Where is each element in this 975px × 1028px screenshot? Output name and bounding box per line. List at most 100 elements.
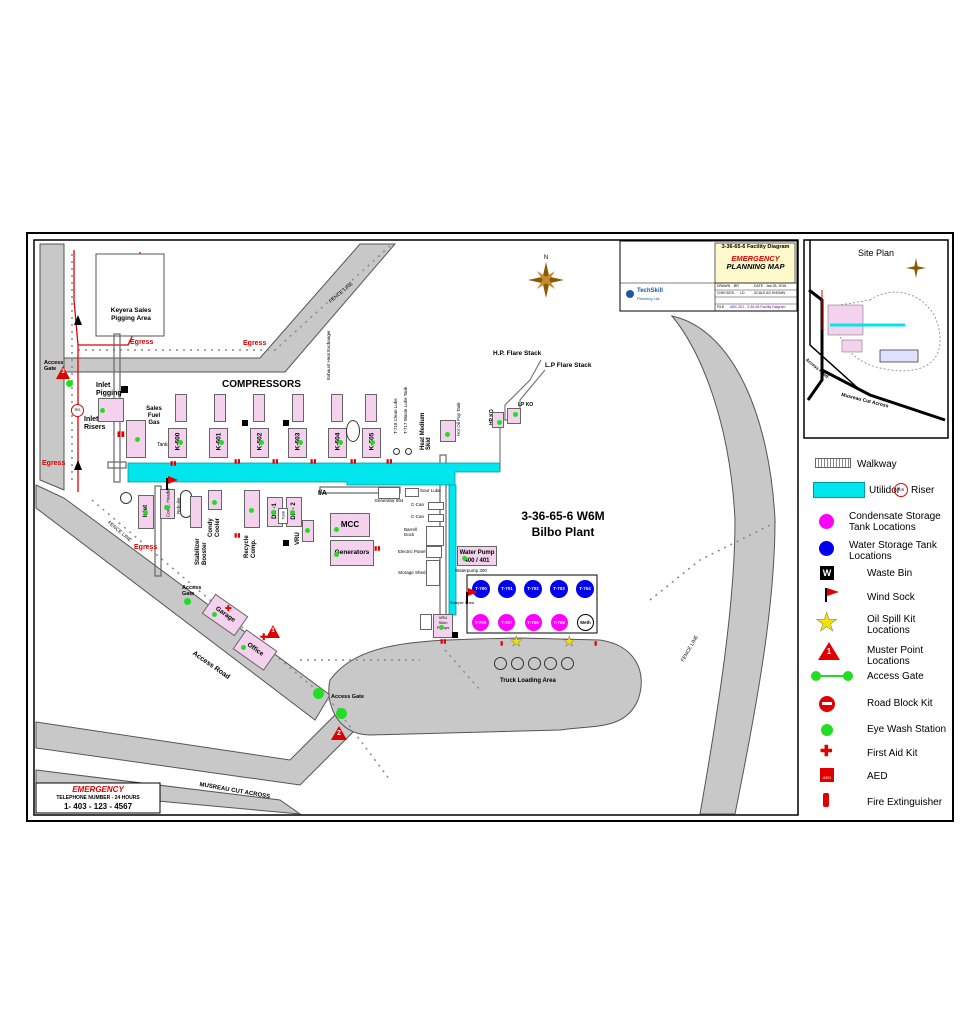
lp-flare-label: L.P Flare Stack: [545, 362, 592, 369]
legend-label-aed: AED: [867, 771, 888, 782]
muster-point-number: 2: [337, 730, 341, 737]
legend-label-water: Water Storage Tank Locations: [849, 540, 937, 562]
exhaust-hx-label: Exhaust Heat Exchanger: [326, 330, 331, 380]
eye-wash-icon: [513, 412, 518, 417]
first-aid-legend-icon: ✚: [820, 743, 833, 760]
eye-wash-icon: [305, 528, 310, 533]
sample-shed-label: Sample Shed: [450, 600, 475, 605]
legend-label-spill-kit: Oil Spill Kit Locations: [867, 614, 916, 636]
water-tank: T-701: [498, 580, 516, 598]
reboiler-label: Reboiler: [176, 497, 181, 514]
wind-sock-legend-icon: [825, 588, 827, 602]
wind-sock-legend-flag: [827, 588, 839, 596]
condensate-tank: T-707: [498, 614, 516, 631]
fire-extinguisher-icon: ▮▮: [234, 459, 241, 465]
eye-wash-icon: [334, 527, 339, 532]
egress-label: Egress: [243, 340, 267, 347]
waste-bin-icon: [283, 540, 289, 546]
barrel-dock-label: Barrell Dock: [404, 527, 418, 537]
eye-wash-icon: [298, 440, 303, 445]
recycle-comp-label: Recycle Comp.: [244, 535, 257, 558]
spill-kit-icon: ★: [563, 633, 576, 649]
eye-wash-icon: [212, 612, 217, 617]
eye-wash-icon: [338, 440, 343, 445]
compressor-k604: K-604: [328, 428, 347, 458]
egress-label: Egress: [130, 339, 154, 346]
water-tank: T-704: [576, 580, 594, 598]
eye-wash-icon: [178, 440, 183, 445]
legend-label-wind-sock: Wind Sock: [867, 592, 915, 603]
title-block-title: 3-36-65-6 Facility Diagram: [721, 244, 790, 250]
ia-label: I/A: [318, 490, 327, 497]
compressor-engine-k604: [331, 394, 343, 422]
emergency-subheading: TELEPHONE NUMBER - 24 HOURS: [56, 795, 140, 801]
fire-extinguisher-icon: ▮: [500, 641, 504, 647]
site-plan-title: Site Plan: [858, 248, 895, 258]
egress-label: Egress: [134, 544, 158, 551]
emergency-heading: EMERGENCY: [72, 785, 124, 794]
eye-wash-icon: [439, 625, 444, 630]
inlet-pigging-building: [98, 398, 124, 422]
compressor-k601: K-601: [209, 428, 228, 458]
site-plan-inset: [803, 239, 949, 439]
water-tank-legend-icon: [819, 541, 834, 556]
muster-point-icon: [56, 366, 70, 379]
checked-label: CHECKED: [717, 291, 735, 295]
condy-cooler-label: Condy Cooler: [208, 517, 221, 537]
muster-point-icon: [266, 625, 280, 638]
eye-wash-icon: [259, 440, 264, 445]
file-label: FILE: [717, 305, 725, 309]
legend-label-muster: Muster Point Locations: [867, 645, 924, 667]
drawn-value: BR: [734, 284, 739, 288]
fire-extinguisher-icon: ▮▮: [117, 431, 125, 438]
eye-wash-icon: [212, 500, 217, 505]
c-can-label-2: C-Can: [411, 514, 425, 519]
legend-label-eye-wash: Eye Wash Station: [867, 724, 947, 735]
tank-small-label: Tank: [280, 511, 286, 520]
access-gate-icon: [313, 688, 324, 699]
wind-sock-icon: [166, 478, 168, 490]
plant-name: Bilbo Plant: [531, 525, 595, 539]
legend-label-access-gate: Access Gate: [867, 671, 924, 682]
exhaust-heat-exchanger: [346, 420, 360, 442]
eye-wash-icon: [100, 408, 105, 413]
comp-header-building: Comp. Header: [160, 488, 175, 519]
company-sub: Planning Ltd.: [637, 296, 661, 301]
t718-label: T-718 Clean Lube: [393, 398, 398, 434]
legend-label-condensate: Condensate Storage Tank Locations: [849, 511, 941, 533]
condensate-tank: T-705: [472, 614, 489, 631]
aed-legend-icon: AED: [820, 768, 834, 782]
compressor-engine-k600: [175, 394, 187, 422]
keyera-pigging-area: [95, 253, 165, 337]
inlet-risers-label: Inlet Risers: [84, 416, 106, 431]
egress-label: Egress: [42, 460, 66, 467]
fire-extinguisher-icon: ▮▮: [374, 546, 381, 552]
muster-point-icon: [331, 726, 347, 740]
loading-bay: [544, 657, 558, 670]
t717-label: T-717 Waste Lube Tank: [403, 386, 408, 434]
eye-wash-icon: [445, 432, 450, 437]
spill-kit-legend-icon: ★: [815, 607, 839, 637]
eye-wash-icon: [497, 420, 502, 425]
company-name: TechSkill: [637, 288, 663, 294]
hot-oil-pop-label: Hot Oil Pop Tank: [456, 402, 461, 436]
keyera-label: Keyera Sales Pigging Area: [110, 307, 152, 322]
generator-804-label: Generator 804: [374, 498, 404, 503]
muster-point-number: 1: [271, 628, 275, 634]
riser-legend-icon: RIS: [894, 483, 908, 497]
access-gate-label: Access Gate: [331, 694, 365, 700]
mcc-building: MCC: [330, 513, 370, 537]
inlet-pigging-label: Inlet Pigging: [96, 382, 122, 397]
title-block: [619, 240, 798, 312]
fire-extinguisher-icon: ▮▮: [170, 461, 177, 467]
eye-wash-icon: [135, 437, 140, 442]
compressors-heading: COMPRESSORS: [222, 379, 301, 390]
legend-label-riser: Riser: [911, 485, 935, 496]
waste-bin-legend-icon: W: [820, 566, 834, 580]
eye-wash-icon: [290, 510, 295, 515]
truck-loading-bays: [494, 657, 574, 671]
waste-bin-icon: [283, 420, 289, 426]
main-map-border: [33, 239, 799, 816]
eye-wash-legend-icon: [821, 724, 833, 736]
eye-wash-icon: [334, 552, 339, 557]
